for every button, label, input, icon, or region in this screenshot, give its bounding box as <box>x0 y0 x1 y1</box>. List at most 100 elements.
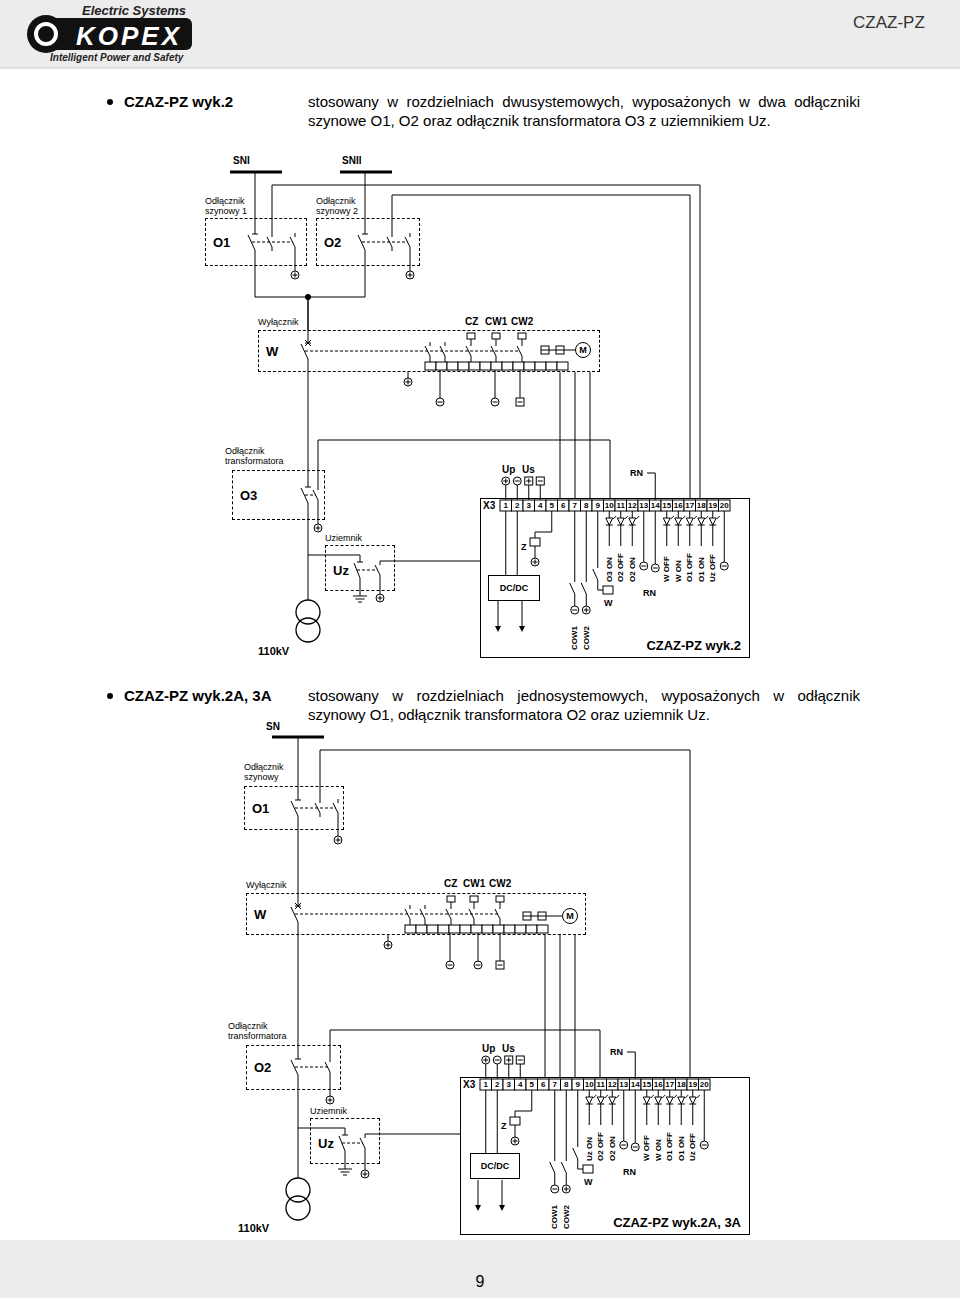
terminal-sign <box>406 271 414 279</box>
wire <box>531 916 538 917</box>
terminal-number: 18 <box>696 501 708 510</box>
mechanical-link <box>295 914 498 915</box>
terminal-sign <box>571 606 579 614</box>
contact-blade <box>570 583 575 594</box>
wire <box>410 251 411 271</box>
led-symbol <box>678 1097 685 1104</box>
signal-name: Uz OFF <box>708 554 717 582</box>
wire <box>689 525 690 546</box>
led-symbol <box>666 1097 673 1104</box>
terminal-number: 13 <box>638 501 650 510</box>
terminal-cell <box>664 1079 676 1090</box>
sign-bar <box>365 1172 366 1177</box>
device-caption: CZAZ-PZ wyk.2A, 3A <box>613 1215 741 1230</box>
terminal-number: 12 <box>627 501 639 510</box>
led-emission <box>593 1095 596 1098</box>
contact-blade <box>561 1162 566 1173</box>
signal-name: RN <box>610 1047 623 1058</box>
contact-lead <box>330 1058 331 1062</box>
led-symbol <box>629 518 636 525</box>
sign-bar <box>318 526 319 531</box>
device-symbol-name: W <box>266 344 278 359</box>
device-caption: CZAZ-PZ wyk.2 <box>646 638 741 653</box>
wire <box>666 511 667 518</box>
mechanical-link <box>305 351 520 352</box>
wire <box>689 511 690 518</box>
led-symbol <box>689 1097 696 1104</box>
terminal-cell <box>438 925 449 933</box>
terminal-sign <box>551 1185 559 1193</box>
wire <box>298 922 299 935</box>
wire <box>360 555 361 562</box>
sign-bar <box>515 1139 516 1144</box>
terminal-cell <box>676 1079 688 1090</box>
terminal-cell <box>526 925 537 933</box>
terminal-number: 3 <box>523 501 535 510</box>
terminal-number: 7 <box>569 501 581 510</box>
signal-name: Uz ON <box>585 1137 594 1161</box>
terminal-sign <box>536 477 544 485</box>
signal-name: RN <box>630 468 643 479</box>
terminal-sign <box>582 606 590 614</box>
terminal-number: 10 <box>604 501 616 510</box>
contact-lead <box>272 233 273 237</box>
contact-lead <box>451 905 452 909</box>
terminal-cell <box>650 500 662 511</box>
wire <box>551 511 552 532</box>
motor-terminal <box>541 350 549 351</box>
terminal-sign <box>531 558 539 566</box>
terminal-cell <box>405 925 416 933</box>
terminal-sign <box>446 961 454 969</box>
wire <box>712 525 713 546</box>
breaker-mark <box>305 340 311 346</box>
sign-bar <box>528 479 529 484</box>
wire <box>318 504 319 524</box>
led-emission <box>616 1095 619 1098</box>
terminal-cell <box>584 1079 596 1090</box>
sign-bar <box>338 838 339 843</box>
box-heading: Odłącznik szynowy <box>244 762 296 782</box>
motor-terminal <box>523 912 531 920</box>
variant-name: CZAZ-PZ wyk.2A, 3A <box>124 686 272 705</box>
terminal-cell <box>557 362 568 370</box>
box-heading: Odłącznik szynowy 2 <box>316 196 368 216</box>
wire <box>692 1090 693 1097</box>
contact-blade <box>466 346 471 356</box>
logo-slogan: Intelligent Power and Safety <box>50 52 183 64</box>
terminal-sign <box>493 1056 501 1064</box>
contact-tick <box>305 487 311 488</box>
contact-lead <box>410 247 411 251</box>
contact-lead <box>330 1072 331 1076</box>
wire <box>577 1090 578 1147</box>
terminal-number: 15 <box>641 1080 653 1089</box>
contact-lead <box>338 799 339 803</box>
box-heading: Uziemnik <box>310 1106 370 1116</box>
terminal-number: 19 <box>687 1080 699 1089</box>
terminal-sign <box>314 524 322 532</box>
wire <box>589 1090 590 1097</box>
terminal-cell <box>538 1079 550 1090</box>
ground-symbol <box>353 596 367 597</box>
supply-name: Up <box>482 1043 495 1055</box>
wire <box>597 580 598 590</box>
terminal-sign <box>496 961 504 969</box>
contact-blade <box>491 346 496 356</box>
wire <box>681 1104 682 1125</box>
wire <box>310 1128 345 1129</box>
circuit-wire <box>545 935 546 1077</box>
wire <box>577 1159 578 1169</box>
contact-name: COW1 <box>550 1205 559 1229</box>
wire <box>338 817 339 836</box>
sign-bar <box>633 1147 638 1148</box>
contact-name: CW2 <box>489 878 511 890</box>
terminal-sign <box>384 941 392 949</box>
terminal-number: 4 <box>515 1080 527 1089</box>
wire <box>515 1111 532 1112</box>
wire <box>681 1090 682 1097</box>
wire <box>408 372 409 378</box>
busbar <box>230 171 282 174</box>
coil-name: W <box>584 1177 593 1188</box>
wire <box>609 511 610 518</box>
terminal-cell <box>502 362 513 370</box>
mechanical-link <box>357 570 378 571</box>
